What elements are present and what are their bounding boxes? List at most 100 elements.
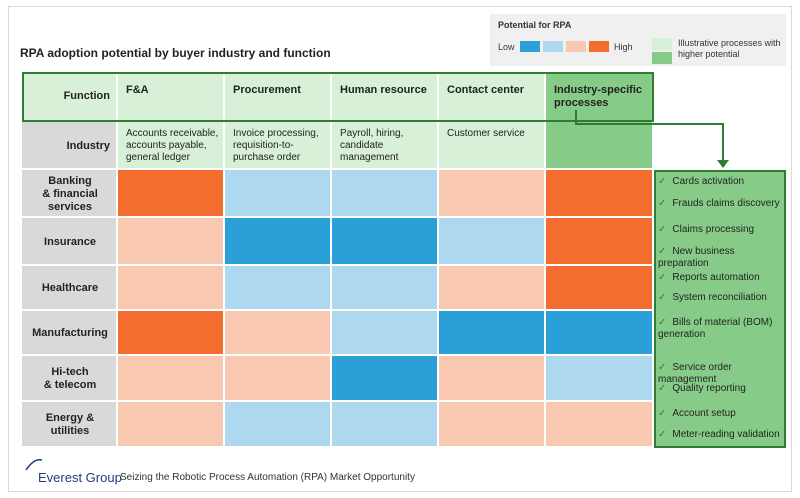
illustrative-processes-box <box>654 170 786 448</box>
row-label-cell <box>22 266 118 311</box>
brand-swoosh-icon <box>25 458 43 471</box>
row-label: Hi-tech& telecom <box>43 366 97 391</box>
legend-low-label: Low <box>498 42 515 52</box>
check-icon: ✓ <box>658 317 667 328</box>
check-icon: ✓ <box>658 428 667 440</box>
legend: Potential for RPA Low High Illustrative … <box>490 14 786 66</box>
legend-green-swatch-light <box>652 38 672 50</box>
heatmap-cell <box>546 170 654 218</box>
column-desc-cell <box>118 122 225 170</box>
footer-text: Seizing the Robotic Process Automation (… <box>120 472 415 483</box>
process-item: ✓Bills of material (BOM) generation <box>658 317 773 340</box>
process-item: ✓Quality reporting <box>658 382 746 394</box>
legend-illustrative-label: Illustrative processes with higher poten… <box>678 38 781 59</box>
row-label-cell <box>22 218 118 266</box>
heatmap-cell <box>118 402 225 448</box>
heatmap-cell <box>439 356 546 402</box>
header-function-label: Function <box>63 90 110 102</box>
heatmap-cell <box>546 311 654 356</box>
chart-title: RPA adoption potential by buyer industry… <box>20 46 331 60</box>
heatmap-cell <box>439 170 546 218</box>
legend-title: Potential for RPA <box>498 20 572 30</box>
heatmap-cell <box>546 402 654 448</box>
heatmap-cell <box>332 402 439 448</box>
heatmap-cell <box>439 311 546 356</box>
heatmap-cell <box>225 402 332 448</box>
heatmap-cell <box>225 356 332 402</box>
check-icon: ✓ <box>658 245 667 257</box>
legend-swatch-3 <box>566 41 586 52</box>
header-outline <box>22 72 654 122</box>
column-desc-cell <box>332 122 439 170</box>
legend-swatch-2 <box>543 41 563 52</box>
figure-frame <box>8 6 792 492</box>
column-header-label: F&A <box>126 84 149 96</box>
heatmap-cell <box>332 218 439 266</box>
heatmap-cell <box>546 356 654 402</box>
heatmap-cell <box>546 218 654 266</box>
column-header-cell <box>118 72 225 122</box>
heatmap-cell <box>225 311 332 356</box>
process-item: ✓Frauds claims discovery <box>658 197 780 209</box>
process-item: ✓Service order management <box>658 362 732 385</box>
check-icon: ✓ <box>658 224 667 235</box>
row-label: Healthcare <box>41 282 99 294</box>
check-icon: ✓ <box>658 176 667 187</box>
column-header-label: Human resource <box>340 84 427 96</box>
column-description: Invoice processing, requisition-to-purch… <box>233 128 319 163</box>
heatmap-cell <box>332 170 439 218</box>
process-item: ✓Reports automation <box>658 272 760 283</box>
column-desc-cell <box>439 122 546 170</box>
legend-high-label: High <box>614 42 633 52</box>
row-label-cell <box>22 402 118 448</box>
process-item: ✓System reconciliation <box>658 292 767 304</box>
heatmap-cell <box>332 311 439 356</box>
row-label-cell <box>22 170 118 218</box>
process-item: ✓Cards activation <box>658 176 745 187</box>
heatmap-cell <box>546 266 654 311</box>
heatmap-cell <box>439 218 546 266</box>
heatmap-cell <box>225 218 332 266</box>
heatmap-cell <box>118 356 225 402</box>
heatmap-cell <box>225 170 332 218</box>
check-icon: ✓ <box>658 292 667 304</box>
check-icon: ✓ <box>658 362 667 373</box>
row-label-cell <box>22 311 118 356</box>
heatmap-cell <box>439 402 546 448</box>
heatmap-cell <box>225 266 332 311</box>
column-header-label: Industry-specific processes <box>554 84 643 109</box>
process-item: ✓Meter-reading validation <box>658 428 780 440</box>
header-function-label-cell <box>22 72 118 122</box>
heatmap-cell <box>439 266 546 311</box>
column-header-label: Contact center <box>447 84 525 96</box>
heatmap-cell <box>332 266 439 311</box>
process-item: ✓Claims processing <box>658 224 755 235</box>
heatmap-cell <box>332 356 439 402</box>
header-industry-label-cell <box>22 122 118 170</box>
header-industry-label: Industry <box>66 140 110 152</box>
check-icon: ✓ <box>658 197 667 209</box>
legend-swatch-4 <box>589 41 609 52</box>
heatmap-cell <box>118 266 225 311</box>
check-icon: ✓ <box>658 272 667 283</box>
legend-swatch-1 <box>520 41 540 52</box>
column-description: Accounts receivable, accounts payable, g… <box>126 128 219 163</box>
column-desc-cell <box>225 122 332 170</box>
row-label: Manufacturing <box>32 327 108 339</box>
process-item: ✓New business preparation <box>658 245 735 269</box>
row-label: Insurance <box>44 235 96 248</box>
footer-brand: Everest Group <box>38 470 122 485</box>
heatmap-cell <box>118 218 225 266</box>
check-icon: ✓ <box>658 408 667 419</box>
heatmap-cell <box>118 311 225 356</box>
row-label: Energy &utilities <box>45 412 95 437</box>
legend-green-swatch-dark <box>652 52 672 64</box>
column-desc-cell <box>546 122 654 170</box>
column-header-label: Procurement <box>233 84 301 96</box>
heatmap-cell <box>118 170 225 218</box>
process-item: ✓Account setup <box>658 408 736 419</box>
column-description: Customer service <box>447 128 525 139</box>
row-label-cell <box>22 356 118 402</box>
check-icon: ✓ <box>658 382 667 394</box>
